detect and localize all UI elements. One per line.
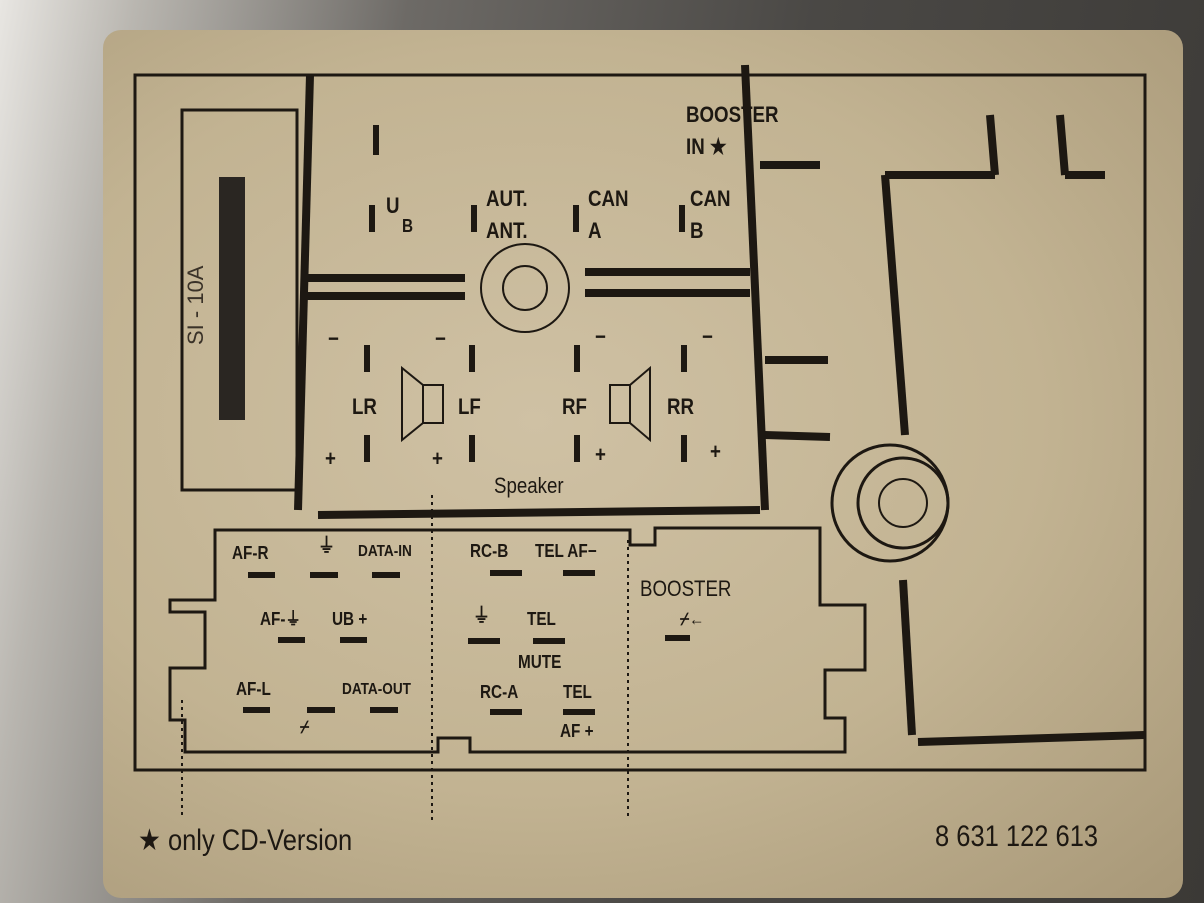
can-a-label: CAN (588, 186, 629, 211)
minus-rr: − (702, 324, 713, 349)
booster-switch-icon: ⌿← (680, 609, 705, 629)
speaker-icons (401, 365, 651, 443)
pin-rc-a: RC-A (480, 682, 519, 702)
ground-icon-2: ⏚ (473, 605, 490, 627)
top-connector-outline (294, 64, 831, 519)
pin-tel-af-plus: TEL (563, 682, 592, 702)
ub-label: U (386, 193, 400, 218)
plus-lf: + (432, 446, 443, 471)
rr-label: RR (667, 394, 695, 419)
pin-tel-af-minus: TEL AF− (535, 541, 597, 561)
pin-af-ground: AF-⏚ (260, 609, 301, 629)
fuse-box (180, 108, 299, 492)
outer-border (133, 73, 1147, 772)
footer-note: ★ only CD-Version (138, 824, 353, 857)
can-b-sub: B (690, 218, 704, 243)
pin-data-out: DATA-OUT (342, 681, 411, 698)
plus-rf: + (595, 442, 606, 467)
ant-label: ANT. (486, 218, 528, 243)
aut-label: AUT. (486, 186, 528, 211)
plus-rr: + (710, 439, 721, 464)
part-number: 8 631 122 613 (935, 820, 1099, 853)
pin-ub-plus: UB + (332, 609, 368, 629)
minus-lf: − (435, 326, 446, 351)
fuse-label: SI - 10A (183, 265, 208, 345)
pin-data-in: DATA-IN (358, 543, 412, 560)
booster-in-label-2: IN ★ (686, 134, 727, 159)
ground-icon: ⏚ (318, 535, 335, 557)
pin-marks (243, 125, 690, 715)
booster-label: BOOSTER (640, 576, 732, 601)
lr-label: LR (352, 394, 377, 419)
ub-subscript: B (402, 216, 414, 236)
pin-tel-mute: TEL (527, 609, 556, 629)
switch-icon: ⌿ (300, 717, 310, 737)
plus-lr: + (325, 446, 336, 471)
speaker-label: Speaker (494, 473, 564, 498)
rf-label: RF (562, 394, 587, 419)
fuse-bar (219, 177, 245, 420)
booster-in-label: BOOSTER (686, 102, 779, 127)
pin-rc-b: RC-B (470, 541, 509, 561)
pin-af-r: AF-R (232, 543, 269, 563)
pin-af-l: AF-L (236, 679, 271, 699)
can-a-sub: A (588, 218, 602, 243)
can-b-label: CAN (690, 186, 731, 211)
bottom-connector-outline (168, 526, 867, 754)
pin-mute: MUTE (518, 652, 562, 672)
minus-rf: − (595, 324, 606, 349)
lf-label: LF (458, 394, 481, 419)
right-connector-outline (881, 114, 1146, 746)
minus-lr: − (328, 326, 339, 351)
pin-af-plus: AF + (560, 721, 594, 741)
